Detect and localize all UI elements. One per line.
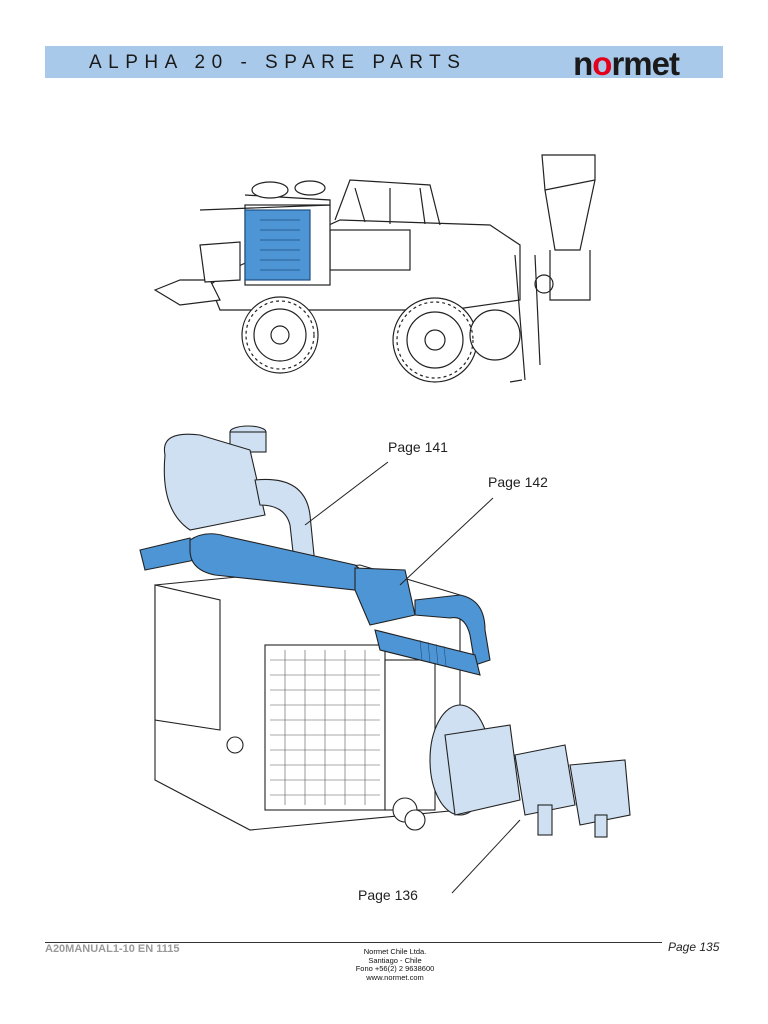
- footer-address-line: Fono +56(2) 2 9638600: [355, 964, 435, 973]
- callout-page-141[interactable]: Page 141: [388, 439, 448, 455]
- footer-page-number: Page 135: [668, 940, 720, 954]
- footer-divider: [45, 942, 662, 943]
- footer-address-line: Santiago - Chile: [368, 955, 422, 965]
- footer-address: Normet Chile Ltda. Santiago - Chile Fono…: [340, 947, 450, 982]
- machine-illustration: [153, 154, 596, 383]
- footer-address-line: www.normet.com: [366, 972, 424, 982]
- footer-address-line: Normet Chile Ltda.: [363, 947, 427, 956]
- page-header: ALPHA 20 - SPARE PARTS normet: [45, 45, 723, 82]
- engine-illustration: [139, 425, 631, 838]
- page-title: ALPHA 20 - SPARE PARTS: [89, 52, 467, 73]
- normet-logo: normet: [573, 45, 680, 82]
- callout-page-142[interactable]: Page 142: [488, 474, 548, 490]
- callout-page-136[interactable]: Page 136: [358, 887, 418, 903]
- footer-document-code: A20MANUAL1-10 EN 1115: [45, 943, 180, 955]
